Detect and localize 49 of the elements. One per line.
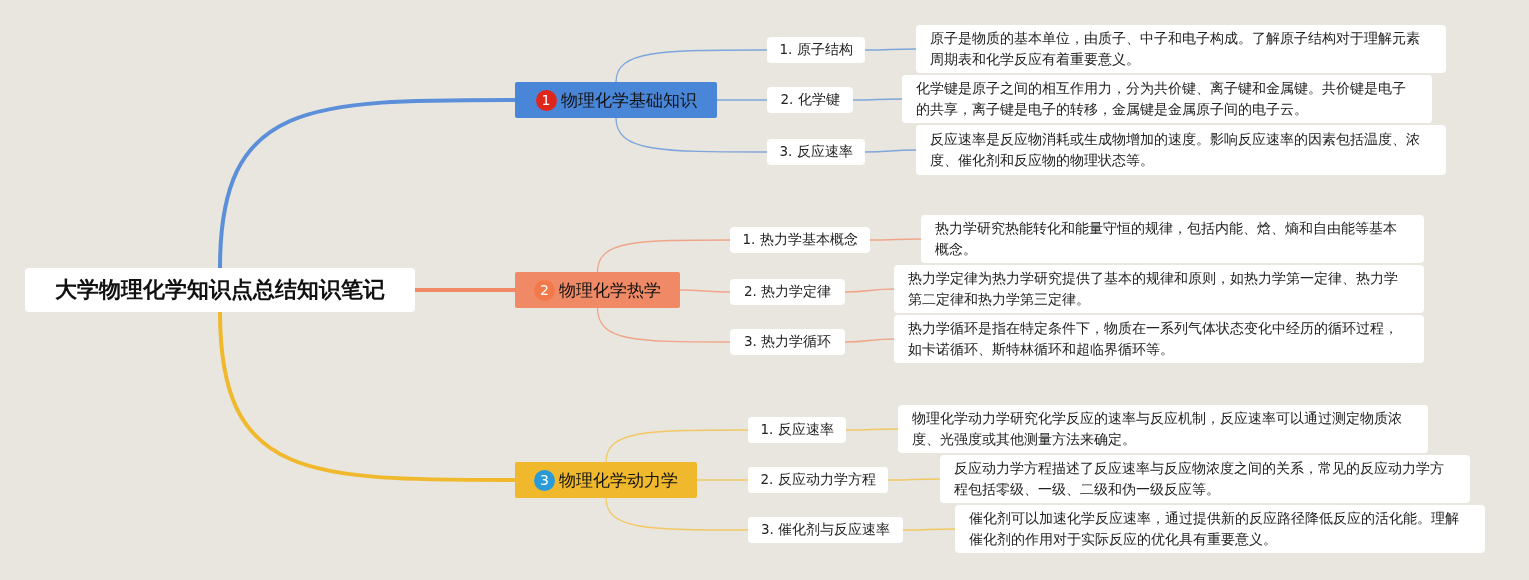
connector-line <box>864 149 917 153</box>
subtopic-box: 2. 热力学定律 <box>730 279 845 305</box>
number-badge: 2 <box>534 279 555 301</box>
subtopic-box: 3. 热力学循环 <box>730 329 845 355</box>
branch-line <box>218 98 515 269</box>
connector-line <box>605 497 749 531</box>
connector-line <box>864 48 917 51</box>
topic-label: 物理化学动力学 <box>559 468 678 492</box>
note-box: 热力学研究热能转化和能量守恒的规律，包括内能、焓、熵和自由能等基本概念。 <box>921 215 1424 263</box>
connector-line <box>615 49 768 83</box>
subtopic-box: 2. 化学键 <box>767 87 853 113</box>
note-box: 热力学定律为热力学研究提供了基本的规律和原则，如热力学第一定律、热力学第二定律和热力学第三定律。 <box>894 265 1424 313</box>
subtopic-box: 2. 反应动力学方程 <box>748 467 888 493</box>
subtopic-box: 1. 反应速率 <box>748 417 846 443</box>
note-box: 化学键是原子之间的相互作用力，分为共价键、离子键和金属键。共价键是电子的共享，离子键是电子的转移，金属键是金属原子间的电子云。 <box>902 75 1432 123</box>
connector-line <box>844 288 895 293</box>
connector-line <box>679 289 731 293</box>
subtopic-box: 3. 催化剂与反应速率 <box>748 517 903 543</box>
connector-line <box>596 239 731 273</box>
number-badge: 1 <box>535 89 557 111</box>
connector-line <box>869 238 922 241</box>
number-badge: 3 <box>534 469 555 491</box>
connector-line <box>696 479 749 481</box>
branch-line <box>218 311 515 482</box>
connector-line <box>615 117 768 153</box>
topic-label: 物理化学基础知识 <box>560 88 697 112</box>
note-box: 物理化学动力学研究化学反应的速率与反应机制，反应速率可以通过测定物质浓度、光强度或其他测量方法来确定。 <box>898 405 1428 453</box>
note-box: 热力学循环是指在特定条件下，物质在一系列气体状态变化中经历的循环过程，如卡诺循环、斯特林循环和超临界循环等。 <box>894 315 1424 363</box>
connector-line <box>596 307 731 343</box>
topic-label: 物理化学热学 <box>559 278 661 302</box>
connector-line <box>845 428 899 431</box>
topic-box <box>515 82 717 118</box>
note-box: 催化剂可以加速化学反应速率，通过提供新的反应路径降低反应的活化能。理解催化剂的作用对于实际反应的优化具有重要意义。 <box>955 505 1485 553</box>
connector-line <box>716 99 768 101</box>
connector-line <box>902 528 956 531</box>
subtopic-box: 1. 原子结构 <box>767 37 865 63</box>
note-box: 原子是物质的基本单位，由质子、中子和电子构成。了解原子结构对于理解元素周期表和化学反应有着重要意义。 <box>916 25 1446 73</box>
connector-line <box>852 98 903 101</box>
branch-line <box>415 288 515 292</box>
topic-box <box>515 462 697 498</box>
title-box: 大学物理化学知识点总结知识笔记 <box>25 268 415 312</box>
connector-line <box>605 429 749 463</box>
note-box: 反应速率是反应物消耗或生成物增加的速度。影响反应速率的因素包括温度、浓度、催化剂和反应物的物理状态等。 <box>916 125 1446 175</box>
subtopic-box: 1. 热力学基本概念 <box>730 227 870 253</box>
subtopic-box: 3. 反应速率 <box>767 139 865 165</box>
topic-box <box>515 272 680 308</box>
connector-line <box>844 338 895 343</box>
connector-line <box>887 478 941 481</box>
note-box: 反应动力学方程描述了反应速率与反应物浓度之间的关系，常见的反应动力学方程包括零级、一级、二级和伪一级反应等。 <box>940 455 1470 503</box>
